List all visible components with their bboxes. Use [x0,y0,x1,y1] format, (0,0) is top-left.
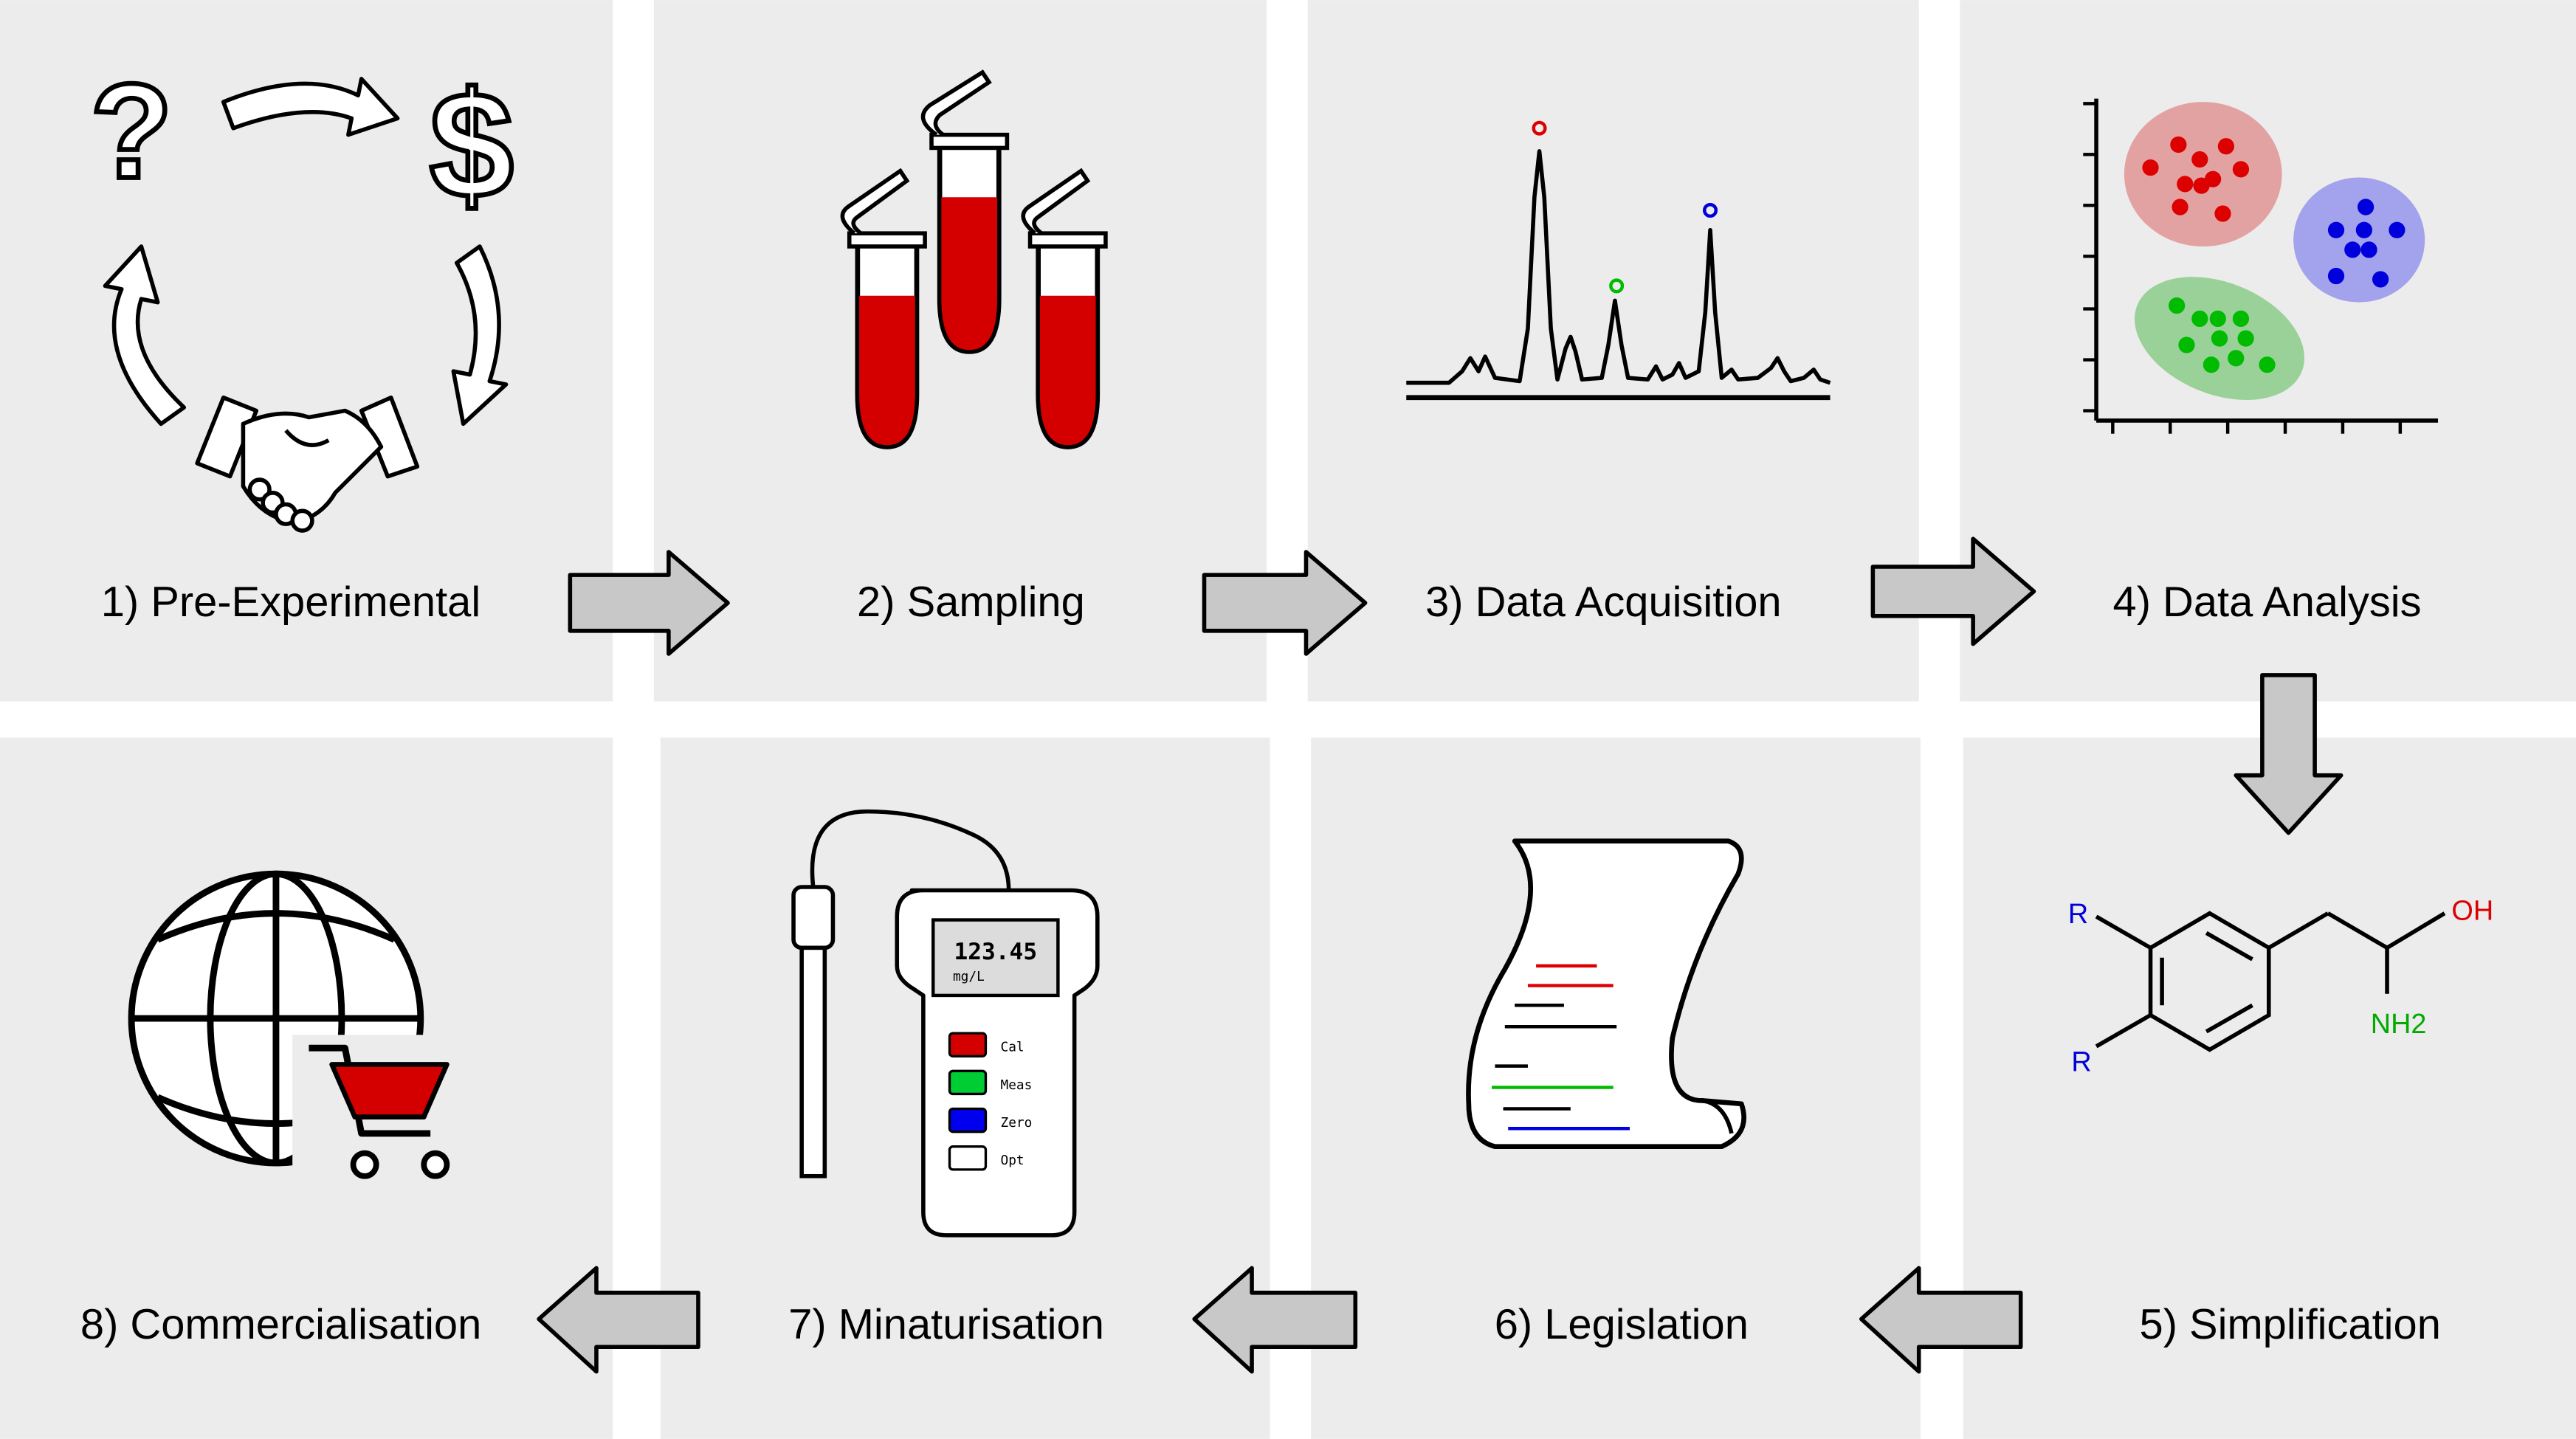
zero-button-label: Zero [1000,1115,1032,1131]
molecule-structure: R R OH NH2 [2068,896,2493,1078]
amine-label: NH2 [2371,1009,2427,1040]
left-arrow-icon [1859,1266,2023,1374]
step-label-data-acquisition: 3) Data Acquisition [1425,579,1781,626]
cal-button[interactable] [948,1032,988,1057]
step-label-simplification: 5) Simplification [2140,1301,2441,1348]
shopping-cart-icon [292,1035,450,1179]
svg-text:?: ? [90,55,172,206]
opt-button-label: Opt [1000,1153,1024,1168]
probe-icon [791,885,836,950]
meas-button-label: Meas [1000,1077,1032,1093]
cycle-arrow-icon [103,77,509,427]
panel-data-acquisition [1307,0,1919,702]
flow-arrows [537,536,2343,1374]
scroll-document-icon [1466,838,1746,1150]
svg-text:$: $ [430,61,514,230]
handshake-icon [195,395,420,533]
step-label-pre-experimental: 1) Pre-Experimental [101,579,481,626]
left-arrow-icon [537,1266,700,1374]
down-arrow-icon [2234,673,2343,835]
right-arrow-icon [1870,536,2036,646]
handheld-meter-icon: 123.45 mg/L Cal Meas Zero Opt [791,809,1100,1238]
right-arrow-icon [568,550,730,656]
sample-tube-icon [840,168,927,449]
panel-pre-experimental [0,0,613,702]
step-label-minaturisation: 7) Minaturisation [788,1301,1104,1348]
panel-simplification [1963,737,2576,1439]
meter-unit: mg/L [953,969,985,984]
cal-button-label: Cal [1000,1040,1024,1055]
r-group-top-label: R [2068,899,2088,930]
right-arrow-icon [1202,550,1368,656]
meter-reading: 123.45 [954,939,1038,965]
hydroxyl-label: OH [2451,896,2493,927]
step-label-data-analysis: 4) Data Analysis [2113,579,2422,626]
left-arrow-icon [1192,1266,1358,1374]
step-label-commercialisation: 8) Commercialisation [80,1301,481,1348]
chromatogram-icon [1406,120,1831,401]
sample-tube-icon [920,69,1010,354]
dollar-icon: $ [427,59,517,232]
zero-button[interactable] [948,1107,988,1133]
step-label-legislation: 6) Legislation [1495,1301,1749,1348]
meas-button[interactable] [948,1069,988,1096]
cluster-plot-icon [2083,98,2439,434]
question-mark-icon: ? [88,53,175,209]
step-label-sampling: 2) Sampling [857,579,1085,626]
meter-display [931,918,1060,998]
r-group-bottom-label: R [2071,1046,2091,1077]
sample-tube-icon [1021,168,1108,449]
opt-button[interactable] [948,1145,988,1171]
